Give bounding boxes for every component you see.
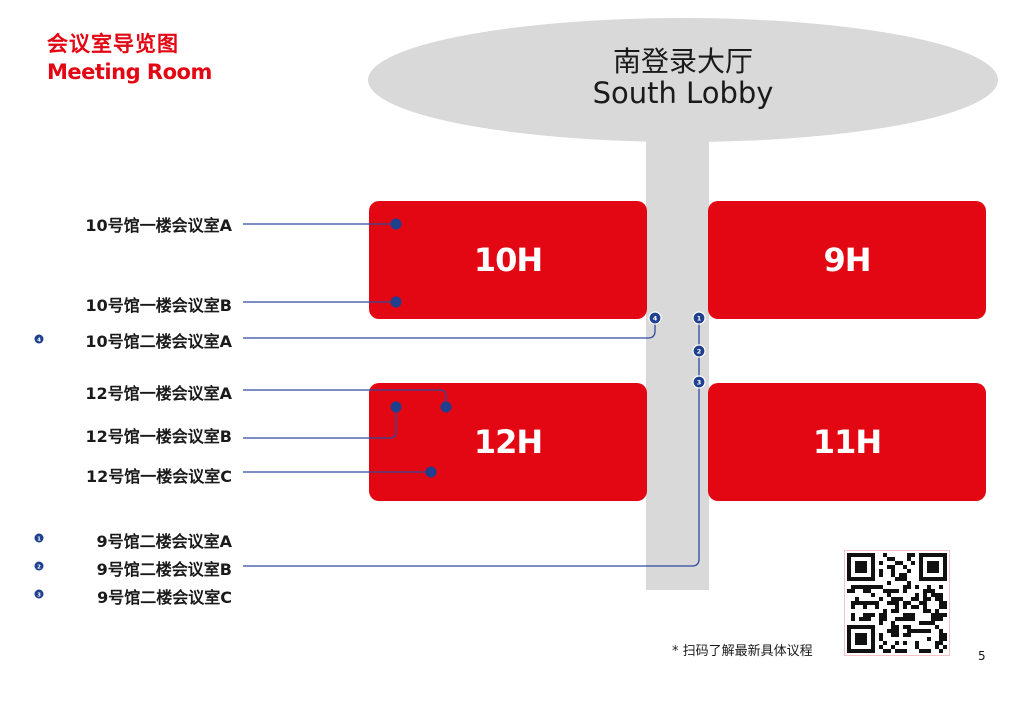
marker-3 [692, 375, 706, 389]
room-dot-12-1b [390, 401, 402, 413]
bullet-9-2c-num: 3 [37, 593, 41, 599]
hall-12h-label: 12H [473, 423, 543, 461]
room-dot-10-1a [390, 218, 402, 230]
room-label-12-1a: 12号馆一楼会议室A [85, 384, 232, 403]
marker-1-label: 1 [697, 315, 702, 323]
room-label-12-1c: 12号馆一楼会议室C [85, 467, 232, 486]
qr-note: * 扫码了解最新具体议程 [672, 644, 813, 659]
room-label-10-1a: 10号馆一楼会议室A [85, 216, 232, 235]
connector-10-2a [243, 318, 656, 339]
qr-code-icon[interactable] [844, 550, 950, 656]
room-dot-12-1a [440, 401, 452, 413]
hall-10h-label: 10H [473, 241, 543, 279]
marker-1 [692, 311, 706, 325]
marker-3-label: 3 [697, 379, 702, 387]
hall-9h-label: 9H [823, 241, 871, 279]
bullet-9-2c [34, 589, 44, 599]
lobby-name-en: South Lobby [592, 76, 774, 110]
page-title-cn: 会议室导览图 [47, 32, 179, 56]
hall-11h[interactable]: 11H [708, 383, 986, 501]
room-label-9-2a: 9号馆二楼会议室A [96, 532, 232, 551]
hall-10h[interactable]: 10H [369, 201, 647, 319]
bullet-9-2a [34, 533, 44, 543]
bullet-10-2a [34, 334, 44, 344]
south-lobby-area [368, 18, 998, 142]
marker-4 [648, 311, 662, 325]
connector-9-2 [243, 318, 700, 567]
hall-9h[interactable]: 9H [708, 201, 986, 319]
bullet-9-2a-num: 1 [37, 537, 41, 543]
page-title-en: Meeting Room [47, 60, 212, 84]
bullet-9-2b-num: 2 [37, 565, 41, 571]
room-label-9-2c: 9号馆二楼会议室C [97, 588, 232, 607]
connector-12-1b [243, 407, 397, 439]
marker-2 [692, 344, 706, 358]
qr-finder-patterns [847, 553, 947, 653]
room-label-10-2a: 10号馆二楼会议室A [85, 332, 232, 351]
marker-2-label: 2 [697, 348, 702, 356]
room-label-12-1b: 12号馆一楼会议室B [85, 427, 232, 446]
room-label-10-1b: 10号馆一楼会议室B [85, 296, 232, 315]
room-dot-12-1c [425, 466, 437, 478]
room-label-9-2b: 9号馆二楼会议室B [96, 560, 232, 579]
hall-12h[interactable]: 12H [369, 383, 647, 501]
lobby-name-cn: 南登录大厅 [612, 45, 753, 78]
hall-11h-label: 11H [812, 423, 882, 461]
bullet-10-2a-num: 4 [37, 338, 41, 344]
bullet-9-2b [34, 561, 44, 571]
qr-modules [847, 553, 947, 653]
room-dot-10-1b [390, 296, 402, 308]
marker-4-label: 4 [653, 315, 658, 323]
connector-12-1a [243, 389, 447, 407]
page-number: 5 [978, 649, 986, 663]
